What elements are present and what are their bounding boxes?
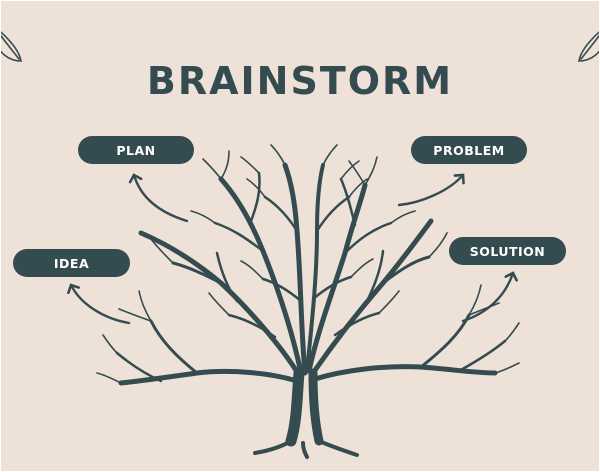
page-title: BRAINSTORM bbox=[146, 59, 454, 103]
label-problem: PROBLEM bbox=[411, 136, 527, 164]
arrow-to-solution bbox=[461, 271, 518, 323]
label-idea: IDEA bbox=[13, 249, 130, 277]
label-plan: PLAN bbox=[78, 136, 194, 164]
leaf-icon-left bbox=[1, 31, 22, 62]
label-solution: SOLUTION bbox=[449, 237, 566, 265]
tree-icon bbox=[96, 144, 520, 459]
leaf-icon-right bbox=[578, 31, 599, 62]
arrow-to-idea bbox=[67, 283, 131, 325]
arrow-to-problem bbox=[397, 173, 465, 207]
arrow-to-plan bbox=[128, 173, 189, 223]
